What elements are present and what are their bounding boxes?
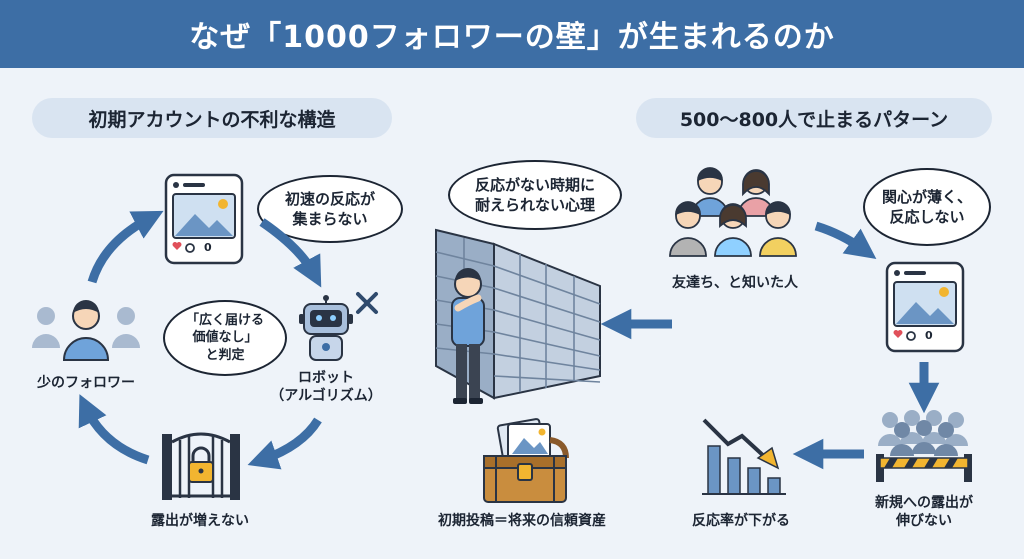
social-post-card: [164, 173, 244, 265]
speech-bubble-judgement: 「広く届ける 価値なし」 と判定: [163, 300, 287, 376]
left-section-heading: 初期アカウントの不利な構造: [32, 98, 392, 138]
new-exposure-label: 新規への露出が 伸びない: [875, 495, 973, 530]
robot-label: ロボット （アルゴリズム）: [270, 370, 382, 405]
exposure-label: 露出が増えない: [151, 513, 249, 529]
followers-icon: [32, 300, 140, 361]
post-like-count: 0: [204, 241, 212, 254]
crowd-barrier-icon: [876, 410, 972, 482]
worried-person-icon: [451, 268, 485, 404]
speech-bubble-interest: 関心が薄く、 反応しない: [863, 168, 991, 246]
treasure-label: 初期投稿＝将来の信頼資産: [438, 513, 606, 529]
response-rate-label: 反応率が下がる: [692, 513, 790, 529]
speech-bubble-psychology: 反応がない時期に 耐えられない心理: [448, 160, 622, 230]
friends-label: 友達ち、と知いた人: [672, 275, 798, 291]
locked-gate-icon: [162, 432, 240, 500]
followers-label: 少のフォロワー: [37, 375, 135, 391]
right-section-heading: 500〜800人で止まるパターン: [636, 98, 992, 138]
social-post-card-right: [885, 261, 965, 353]
post-like-count-right: 0: [925, 329, 933, 342]
declining-chart-icon: [702, 418, 786, 495]
cross-icon: [356, 292, 378, 314]
page-title: なぜ「1000フォロワーの壁」が生まれるのか: [0, 0, 1024, 68]
treasure-chest-icon: [483, 418, 569, 503]
robot-icon: [299, 295, 353, 361]
friends-group-icon: [669, 167, 797, 257]
